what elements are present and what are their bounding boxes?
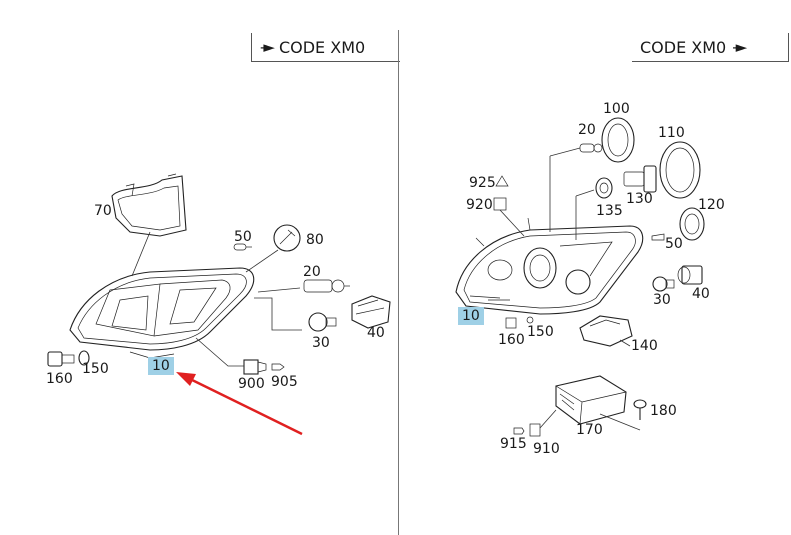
part-label[interactable]: 110	[658, 125, 685, 141]
part-label[interactable]: 160	[498, 332, 525, 348]
code-header-left: -► CODE XM0	[251, 33, 400, 62]
pointer-arrow	[176, 372, 303, 436]
part-label[interactable]: 920	[466, 197, 493, 213]
code-label-left: CODE XM0	[278, 37, 366, 57]
part-label[interactable]: 170	[576, 422, 603, 438]
code-label-right: CODE XM0	[640, 37, 727, 57]
socket-40r-drawing	[677, 265, 703, 285]
part-label[interactable]: 70	[94, 203, 112, 219]
code-header-right: CODE XM0 -►	[632, 33, 789, 62]
part-label[interactable]: 180	[650, 403, 677, 419]
ring-135-drawing	[595, 177, 613, 199]
bulb-50r-drawing	[651, 233, 665, 241]
part-label[interactable]: 30	[312, 335, 330, 351]
part-label[interactable]: 130	[626, 191, 653, 207]
part-label[interactable]: 150	[527, 324, 554, 340]
module-140-drawing	[579, 315, 633, 347]
part-label[interactable]: 50	[234, 229, 252, 245]
connector-915-drawing	[513, 427, 525, 435]
bulb-130-drawing	[623, 165, 657, 193]
part-label[interactable]: 160	[46, 371, 73, 387]
washer-150-drawing	[78, 350, 90, 366]
panel-divider	[398, 30, 399, 535]
part-label[interactable]: 20	[578, 122, 596, 138]
bulb-20r-drawing	[579, 143, 603, 153]
part-label-highlighted[interactable]: 10	[148, 357, 174, 375]
headlamp-left-drawing	[69, 267, 255, 359]
screw-160-drawing	[47, 351, 75, 367]
part-label[interactable]: 915	[500, 436, 527, 452]
leader-900	[195, 337, 244, 367]
part-label[interactable]: 135	[596, 203, 623, 219]
screw-160r-drawing	[505, 317, 517, 329]
leader-70	[131, 231, 151, 277]
leader-30	[254, 297, 302, 331]
part-label[interactable]: 80	[306, 232, 324, 248]
part-label[interactable]: 925	[469, 175, 496, 191]
connector-905-drawing	[271, 363, 285, 371]
part-label[interactable]: 40	[367, 325, 385, 341]
bulb-30r-drawing	[652, 276, 675, 292]
adjuster-80-drawing	[273, 224, 301, 252]
leader-right-top2	[549, 147, 581, 157]
cap-120-drawing	[679, 207, 705, 241]
part-label[interactable]: 20	[303, 264, 321, 280]
arrow-right-icon: -►	[732, 38, 747, 56]
arrow-right-icon: -►	[260, 38, 275, 56]
cap-110-drawing	[659, 141, 701, 199]
headlamp-right-drawing	[455, 217, 644, 315]
leader-80	[245, 249, 279, 273]
screw-180-drawing	[633, 399, 647, 420]
part-925-drawing	[495, 175, 509, 187]
part-label[interactable]: 40	[692, 286, 710, 302]
part-label-highlighted[interactable]: 10	[458, 307, 484, 325]
part-label[interactable]: 905	[271, 374, 298, 390]
bulb-50-drawing	[233, 243, 252, 251]
bulb-30-drawing	[308, 312, 337, 332]
part-label[interactable]: 910	[533, 441, 560, 457]
socket-40-drawing	[351, 295, 391, 329]
control-unit-170-drawing	[555, 375, 641, 431]
part-label[interactable]: 120	[698, 197, 725, 213]
part-label[interactable]: 140	[631, 338, 658, 354]
bulb-20-drawing	[303, 279, 350, 293]
part-label[interactable]: 150	[82, 361, 109, 377]
part-label[interactable]: 30	[653, 292, 671, 308]
cap-100-drawing	[601, 117, 635, 163]
part-920-drawing	[493, 197, 525, 237]
cover-70-drawing	[111, 173, 187, 237]
connector-910-drawing	[529, 409, 557, 437]
leader-right-mid2	[575, 189, 595, 197]
part-label[interactable]: 50	[665, 236, 683, 252]
part-label[interactable]: 100	[603, 101, 630, 117]
connector-900-drawing	[243, 359, 267, 375]
leader-20	[257, 287, 301, 293]
nut-150r-drawing	[526, 316, 534, 324]
part-label[interactable]: 900	[238, 376, 265, 392]
